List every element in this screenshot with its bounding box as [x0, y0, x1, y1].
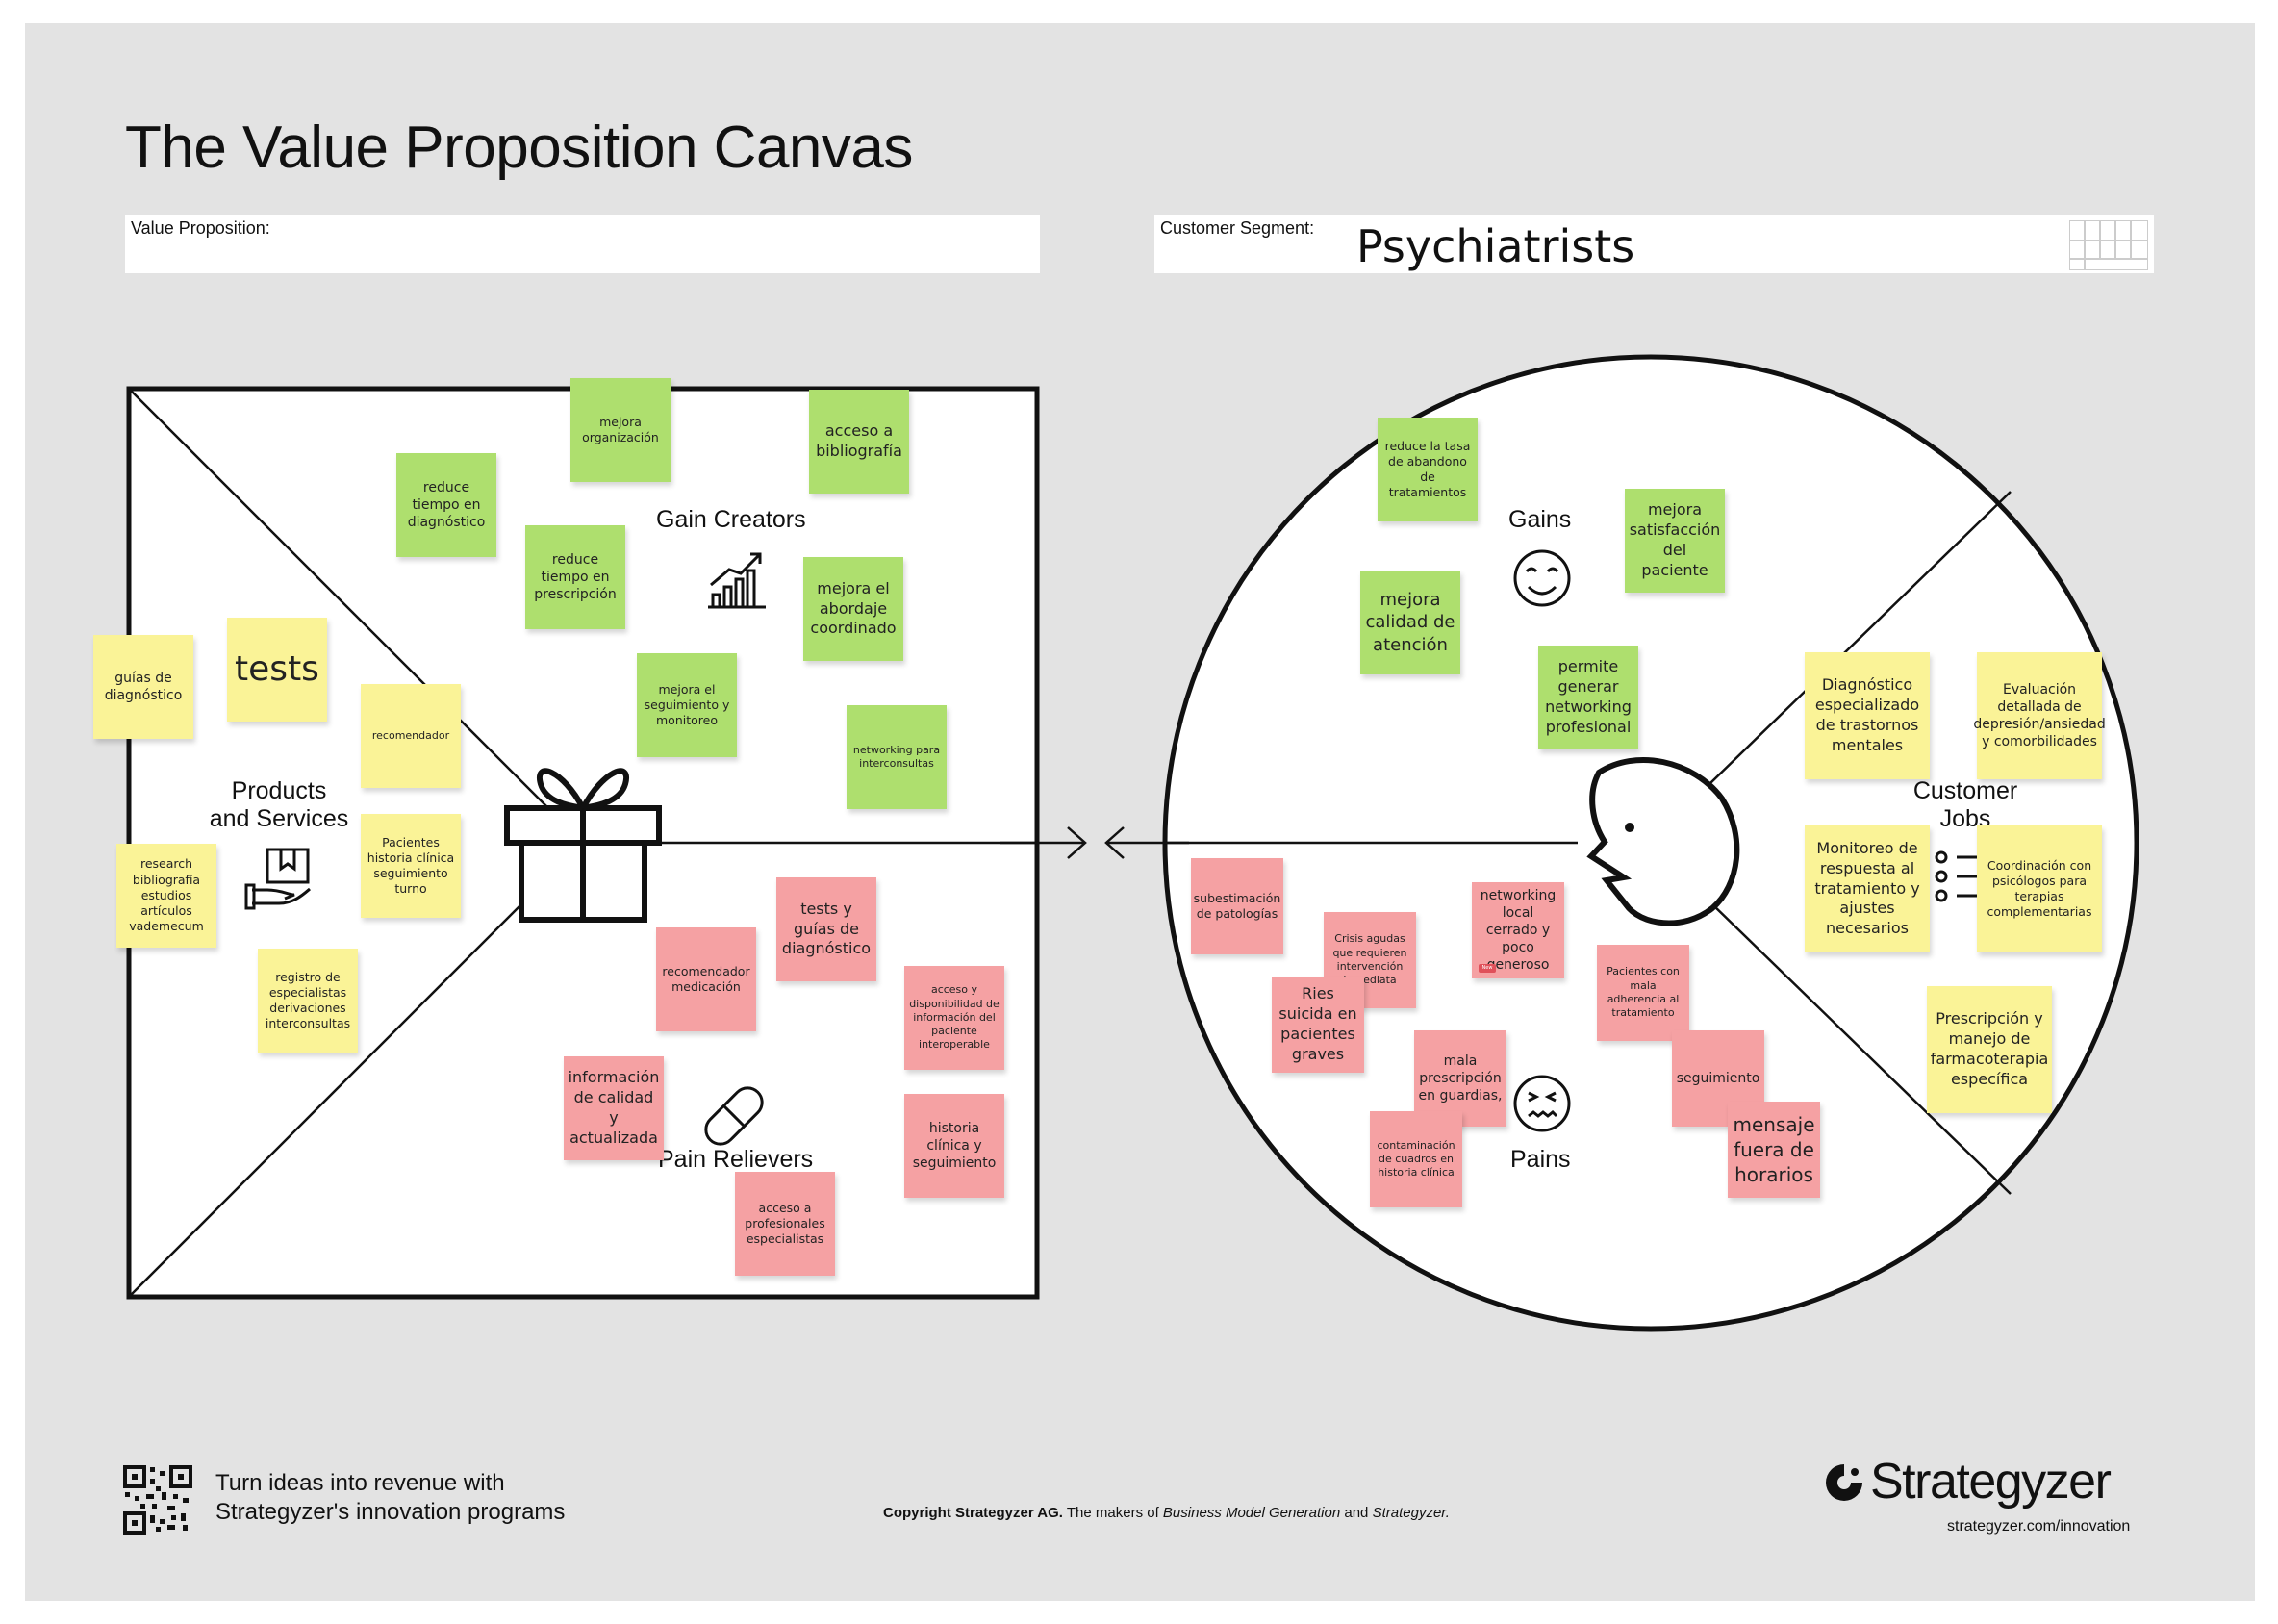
sticky-note[interactable]: networking para interconsultas	[847, 705, 947, 809]
sticky-note[interactable]: tests y guías de diagnóstico	[776, 877, 876, 981]
growth-chart-icon	[708, 552, 766, 609]
footer-tagline-line: Turn ideas into revenue with	[215, 1470, 505, 1496]
sticky-note[interactable]: reduce tiempo en prescripción	[525, 525, 625, 629]
copyright-product: Strategyzer.	[1372, 1505, 1450, 1521]
gift-icon	[504, 768, 662, 923]
strategyzer-logo-icon	[1826, 1464, 1862, 1501]
sticky-note[interactable]: recomendador	[361, 684, 461, 788]
sticky-note[interactable]: acceso y disponibilidad de información d…	[904, 966, 1004, 1070]
sticky-note[interactable]: mejora calidad de atención	[1360, 571, 1460, 674]
sticky-note[interactable]: Monitoreo de respuesta al tratamiento y …	[1805, 825, 1930, 952]
footer-tagline-line: Strategyzer's innovation programs	[215, 1499, 566, 1525]
copyright-text: and	[1340, 1505, 1373, 1521]
sticky-note[interactable]: Pacientes con mala adherencia al tratami…	[1597, 945, 1689, 1041]
sticky-note[interactable]: mejora el abordaje coordinado	[803, 557, 903, 661]
new-tag: New	[1479, 964, 1496, 973]
sticky-note[interactable]: Prescripción y manejo de farmacoterapia …	[1927, 986, 2052, 1113]
sticky-note[interactable]: mensaje fuera de horarios	[1728, 1102, 1820, 1198]
sticky-note[interactable]: Ries suicida en pacientes graves	[1272, 977, 1364, 1073]
sticky-note[interactable]: registro de especialistas derivaciones i…	[258, 949, 358, 1053]
sticky-note[interactable]: Evaluación detallada de depresión/ansied…	[1973, 652, 2106, 779]
customer-profile-divider	[1709, 901, 2012, 1195]
brand-url[interactable]: strategyzer.com/innovation	[1947, 1518, 2131, 1535]
smile-icon	[1513, 549, 1571, 607]
copyright-text: The makers of	[1062, 1505, 1163, 1521]
sticky-note[interactable]: Pacientes historia clínica seguimiento t…	[361, 814, 461, 918]
copyright-holder: Copyright Strategyzer AG.	[883, 1505, 1063, 1521]
sticky-note[interactable]: subestimación de patologías	[1191, 858, 1283, 954]
sticky-note[interactable]: networking local cerrado y poco generoso…	[1472, 882, 1564, 978]
sticky-note[interactable]: información de calidad y actualizada	[564, 1056, 664, 1160]
sticky-note[interactable]: reduce la tasa de abandono de tratamient…	[1378, 418, 1478, 521]
qr-code-icon	[123, 1465, 192, 1535]
sticky-note[interactable]: recomendador medicación	[656, 927, 756, 1031]
customer-segment-value[interactable]: Psychiatrists	[1356, 220, 1635, 272]
sticky-note[interactable]: acceso a bibliografía	[809, 390, 909, 494]
gains-label: Gains	[1508, 506, 1572, 533]
sticky-note[interactable]: acceso a profesionales especialistas	[735, 1172, 835, 1276]
copyright-notice: Copyright Strategyzer AG. The makers of …	[883, 1505, 1450, 1521]
sticky-note[interactable]: mejora organización	[570, 378, 671, 482]
sticky-note[interactable]: guías de diagnóstico	[93, 635, 193, 739]
value-proposition-field[interactable]: Value Proposition:	[125, 215, 1040, 273]
copyright-book-title: Business Model Generation	[1162, 1505, 1341, 1521]
sticky-note[interactable]: mala prescripción en guardias,	[1414, 1030, 1506, 1127]
value-proposition-label: Value Proposition:	[131, 218, 270, 238]
page-title: The Value Proposition Canvas	[125, 114, 913, 181]
canvas-thumbnail-icon	[2069, 220, 2148, 270]
task-list-icon	[1935, 850, 1978, 902]
customer-segment-label: Customer Segment:	[1160, 218, 1315, 238]
gain-creators-label: Gain Creators	[656, 506, 806, 533]
customer-segment-field[interactable]: Customer Segment: Psychiatrists	[1154, 215, 2154, 273]
sticky-note[interactable]: permite generar networking profesional	[1538, 646, 1638, 749]
sticky-note[interactable]: tests	[227, 618, 327, 722]
fit-arrows-icon	[1000, 826, 1189, 859]
hand-box-icon	[244, 848, 311, 910]
footer-tagline: Turn ideas into revenue with Strategyzer…	[215, 1469, 565, 1527]
sticky-note[interactable]: mejora el seguimiento y monitoreo	[637, 653, 737, 757]
customer-profile-divider	[1709, 491, 2012, 784]
sticky-note-text: networking local cerrado y poco generoso	[1480, 887, 1557, 974]
sticky-note[interactable]: historia clínica y seguimiento	[904, 1094, 1004, 1198]
sticky-note[interactable]: contaminación de cuadros en historia clí…	[1370, 1111, 1462, 1207]
sticky-note[interactable]: Crisis agudas que requieren intervención…	[1324, 912, 1416, 1008]
value-map-divider	[128, 842, 584, 1298]
products-and-services-label: Products and Services	[209, 777, 349, 832]
pains-label: Pains	[1510, 1146, 1571, 1173]
pill-icon	[704, 1086, 764, 1146]
sticky-note[interactable]: reduce tiempo en diagnóstico	[396, 453, 496, 557]
sticky-note[interactable]: mejora satisfacción del paciente	[1625, 489, 1725, 593]
brand-name: Strategyzer	[1870, 1454, 2112, 1510]
upset-face-icon	[1513, 1075, 1571, 1132]
sticky-note[interactable]: Coordinación con psicólogos para terapia…	[1977, 825, 2102, 952]
sticky-note[interactable]: research bibliografía estudios artículos…	[116, 844, 216, 948]
pain-relievers-label: Pain Relievers	[658, 1146, 814, 1173]
strategyzer-logo: Strategyzer	[1822, 1453, 2149, 1510]
customer-head-icon	[1586, 757, 1740, 926]
value-map-divider	[128, 388, 584, 844]
sticky-note[interactable]: Diagnóstico especializado de trastornos …	[1805, 652, 1930, 779]
